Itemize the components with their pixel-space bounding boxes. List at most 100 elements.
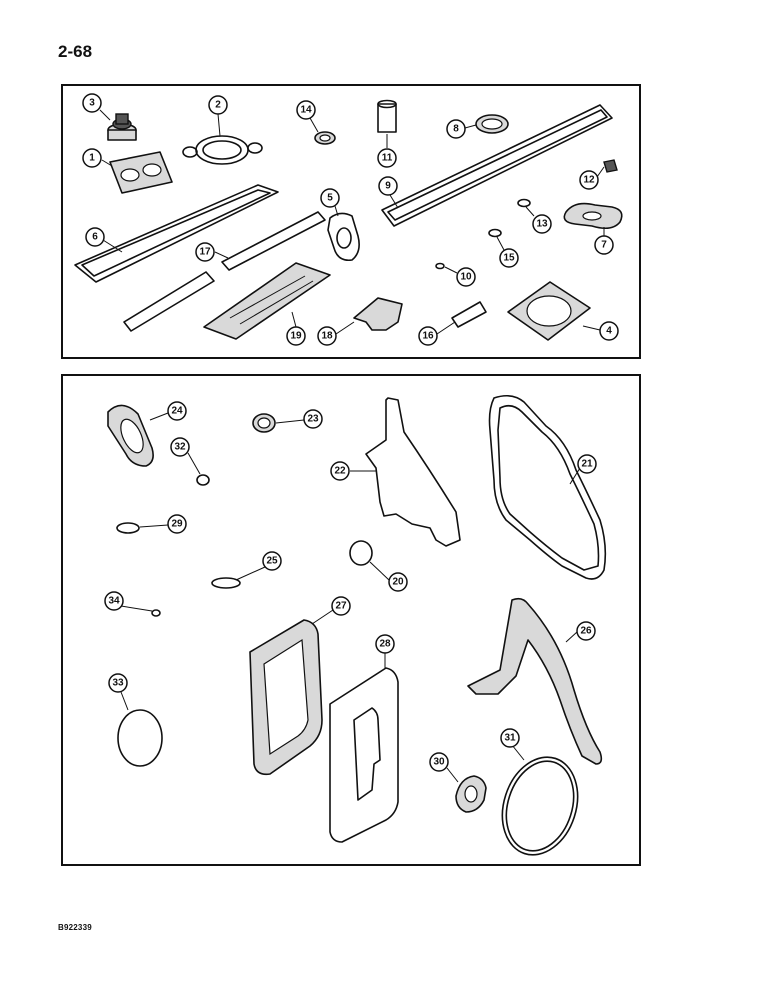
part-20-seal — [349, 540, 373, 566]
svg-text:29: 29 — [171, 519, 183, 530]
part-19-gasket — [203, 262, 331, 340]
svg-text:21: 21 — [581, 459, 593, 470]
callout-24: 24 — [167, 401, 187, 421]
part-14-seal — [314, 131, 336, 145]
callout-31: 31 — [500, 728, 520, 748]
part-7-gasket — [563, 202, 623, 230]
svg-text:4: 4 — [606, 326, 612, 337]
svg-text:6: 6 — [92, 232, 98, 243]
callout-11: 11 — [377, 148, 397, 168]
bottom-panel — [61, 374, 641, 866]
part-33-seal — [117, 709, 163, 767]
part-30-gasket — [455, 775, 487, 813]
callout-27: 27 — [331, 596, 351, 616]
svg-text:33: 33 — [112, 678, 124, 689]
svg-text:26: 26 — [580, 626, 592, 637]
callout-2: 2 — [208, 95, 228, 115]
part-17-strips — [123, 211, 326, 332]
svg-text:28: 28 — [379, 639, 391, 650]
part-22-gasket — [365, 397, 461, 547]
part-27-gasket — [249, 619, 323, 776]
svg-text:13: 13 — [536, 219, 548, 230]
callout-9: 9 — [378, 176, 398, 196]
svg-text:12: 12 — [583, 175, 595, 186]
part-2-gasket — [182, 135, 263, 165]
svg-text:14: 14 — [300, 105, 312, 116]
callout-25: 25 — [262, 551, 282, 571]
callout-5: 5 — [320, 188, 340, 208]
svg-text:19: 19 — [290, 331, 302, 342]
callout-26: 26 — [576, 621, 596, 641]
callout-29: 29 — [167, 514, 187, 534]
callout-6: 6 — [85, 227, 105, 247]
svg-text:32: 32 — [174, 442, 186, 453]
part-24-gasket — [107, 404, 154, 467]
svg-text:30: 30 — [433, 757, 445, 768]
callout-30: 30 — [429, 752, 449, 772]
document-code: B922339 — [58, 923, 92, 932]
callout-18: 18 — [317, 326, 337, 346]
part-4-gasket — [507, 281, 591, 341]
callout-15: 15 — [499, 248, 519, 268]
callout-12: 12 — [579, 170, 599, 190]
part-26-gasket — [467, 597, 603, 765]
svg-text:11: 11 — [382, 153, 393, 164]
part-29-oring — [116, 522, 140, 534]
part-16-pin — [451, 301, 487, 328]
callout-17: 17 — [195, 242, 215, 262]
callout-28: 28 — [375, 634, 395, 654]
callout-3: 3 — [82, 93, 102, 113]
callout-22: 22 — [330, 461, 350, 481]
part-32-oring — [196, 474, 210, 486]
part-21-gasket — [488, 394, 607, 580]
callout-32: 32 — [170, 437, 190, 457]
callout-13: 13 — [532, 214, 552, 234]
svg-text:2: 2 — [215, 100, 221, 111]
part-31-seal — [501, 756, 579, 856]
part-1-gasket — [109, 151, 173, 194]
part-10-oring — [435, 262, 445, 270]
part-15-oring — [488, 228, 502, 238]
callout-1: 1 — [82, 148, 102, 168]
part-23-seal — [252, 413, 276, 433]
callout-16: 16 — [418, 326, 438, 346]
svg-text:7: 7 — [601, 240, 607, 251]
part-25-oring — [211, 577, 241, 589]
svg-text:31: 31 — [504, 733, 516, 744]
callout-8: 8 — [446, 119, 466, 139]
part-12-fitting — [603, 159, 618, 173]
svg-text:22: 22 — [334, 466, 346, 477]
part-18-bracket — [353, 297, 403, 331]
part-13-oring — [517, 198, 531, 208]
part-34-oring — [151, 609, 161, 617]
svg-text:16: 16 — [422, 331, 434, 342]
callout-21: 21 — [577, 454, 597, 474]
part-5-gasket — [327, 212, 360, 262]
callout-10: 10 — [456, 267, 476, 287]
svg-text:25: 25 — [266, 556, 278, 567]
svg-text:24: 24 — [171, 406, 183, 417]
svg-text:10: 10 — [460, 272, 472, 283]
callout-34: 34 — [104, 591, 124, 611]
callout-19: 19 — [286, 326, 306, 346]
svg-text:5: 5 — [327, 193, 333, 204]
svg-text:9: 9 — [385, 181, 391, 192]
callout-23: 23 — [303, 409, 323, 429]
callout-20: 20 — [388, 572, 408, 592]
svg-text:18: 18 — [321, 331, 333, 342]
callout-7: 7 — [594, 235, 614, 255]
svg-text:27: 27 — [335, 601, 347, 612]
part-11-sleeve — [377, 99, 397, 133]
svg-text:8: 8 — [453, 124, 459, 135]
callout-4: 4 — [599, 321, 619, 341]
callout-14: 14 — [296, 100, 316, 120]
svg-text:23: 23 — [307, 414, 319, 425]
part-9-gasket — [381, 104, 613, 227]
callout-33: 33 — [108, 673, 128, 693]
svg-text:17: 17 — [199, 247, 211, 258]
svg-text:20: 20 — [392, 577, 404, 588]
part-8-seal — [475, 114, 509, 134]
part-6-gasket — [74, 184, 279, 283]
svg-text:1: 1 — [89, 153, 95, 164]
